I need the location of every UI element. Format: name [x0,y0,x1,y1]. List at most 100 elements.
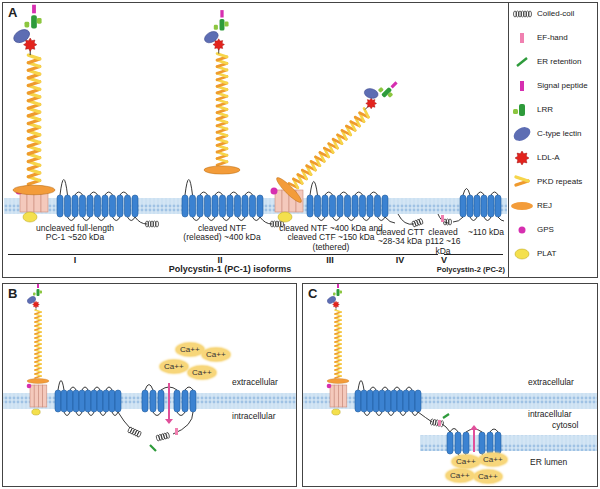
coil-turn [161,433,165,440]
compartment-label: intracellular [528,410,594,419]
loop [64,412,70,416]
tm-helix [67,390,73,412]
lrr-flank [37,18,42,24]
ion-label: Ca++ [450,471,470,480]
rej-icon [511,202,533,210]
pkd-repeat [335,310,341,312]
tm-helix [409,390,415,412]
tm-helix [322,195,328,217]
legend-text: LRR [537,106,595,115]
group-line [444,254,503,255]
tm-helix [367,390,373,412]
signal-peptide-icon [520,81,524,91]
tm-helix [227,195,233,217]
loop [215,192,223,195]
tm-helix [330,195,336,217]
coil-turn [165,432,169,439]
tail [498,217,504,221]
loop [223,217,231,221]
tm-helix [87,195,93,217]
loop [348,217,356,221]
tm-helix [315,195,321,217]
loop [208,217,216,221]
loop [120,192,128,195]
loop [90,192,98,195]
loop [153,412,161,416]
loop [450,429,458,433]
loop [68,217,76,221]
tm-helix [382,195,388,217]
tm-helix [79,390,85,412]
lrr-domain [31,15,37,28]
legend-text: GPS [537,226,595,235]
tm-helix [479,432,485,454]
isoform-number: V [434,256,454,266]
loop [200,192,208,195]
loop [318,217,326,221]
tail [118,412,130,428]
tm-helix [80,195,86,217]
tm-helix [403,390,409,412]
arrow-head [165,419,173,424]
tail [442,424,450,432]
loop [370,387,376,390]
loop [463,189,470,196]
tm-helix [103,390,109,412]
tm-helix [447,432,453,454]
tm-helix [115,390,121,412]
tm-helix [367,195,373,217]
coil-turn [529,11,532,17]
tm-helix [307,195,313,217]
loop [100,412,106,416]
panel-letter: C [308,286,317,301]
tm-helix [481,195,487,217]
tm-helix [91,390,97,412]
loop [145,385,153,391]
loop [310,182,318,196]
rej-domain [27,379,49,384]
rej-block [338,385,342,407]
tm-helix [352,195,358,217]
lectin-icon [511,124,533,143]
ion-label: Ca++ [478,472,498,481]
loop [376,412,382,416]
legend-text: PKD repeats [537,178,595,187]
lrr-flank [214,25,218,30]
ion-label: Ca++ [206,350,226,359]
loop [333,217,341,221]
tm-helix [150,390,156,412]
loop [388,412,394,416]
loop [94,387,100,390]
tm-helix [474,195,480,217]
loop [88,412,94,416]
calcium-ion: Ca++ [474,470,502,483]
tm-helix [455,432,461,454]
legend-text: Signal peptide [537,82,595,91]
lrr-flank [340,291,343,294]
lrr-icon [513,109,518,114]
loop [340,192,348,195]
ion-label: Ca++ [180,345,200,354]
tm-helix [488,195,494,217]
coiled-coil [156,432,170,441]
tm-helix [65,195,71,217]
tm-helix [361,390,367,412]
arrow-head [470,425,478,430]
loop [382,387,388,390]
compartment-label: cytosol [552,421,596,430]
isoform-label: ~110 kDa [466,228,506,237]
loop [82,387,88,390]
loop [70,387,76,390]
compartment-label: extracellular [528,378,594,387]
tm-helix [110,195,116,217]
isoform-label: cleaved p112 ~16 kDa [420,228,466,256]
legend-text: LDL-A [537,154,595,163]
group-label: Polycystin-1 (PC-1) isoforms [120,265,340,275]
tm-helix [174,390,180,412]
loop [112,412,118,416]
er-retention-icon [517,58,527,66]
rej-block [334,385,338,407]
loop [75,192,83,195]
gps-site [271,188,278,195]
coil-turn [156,435,160,442]
